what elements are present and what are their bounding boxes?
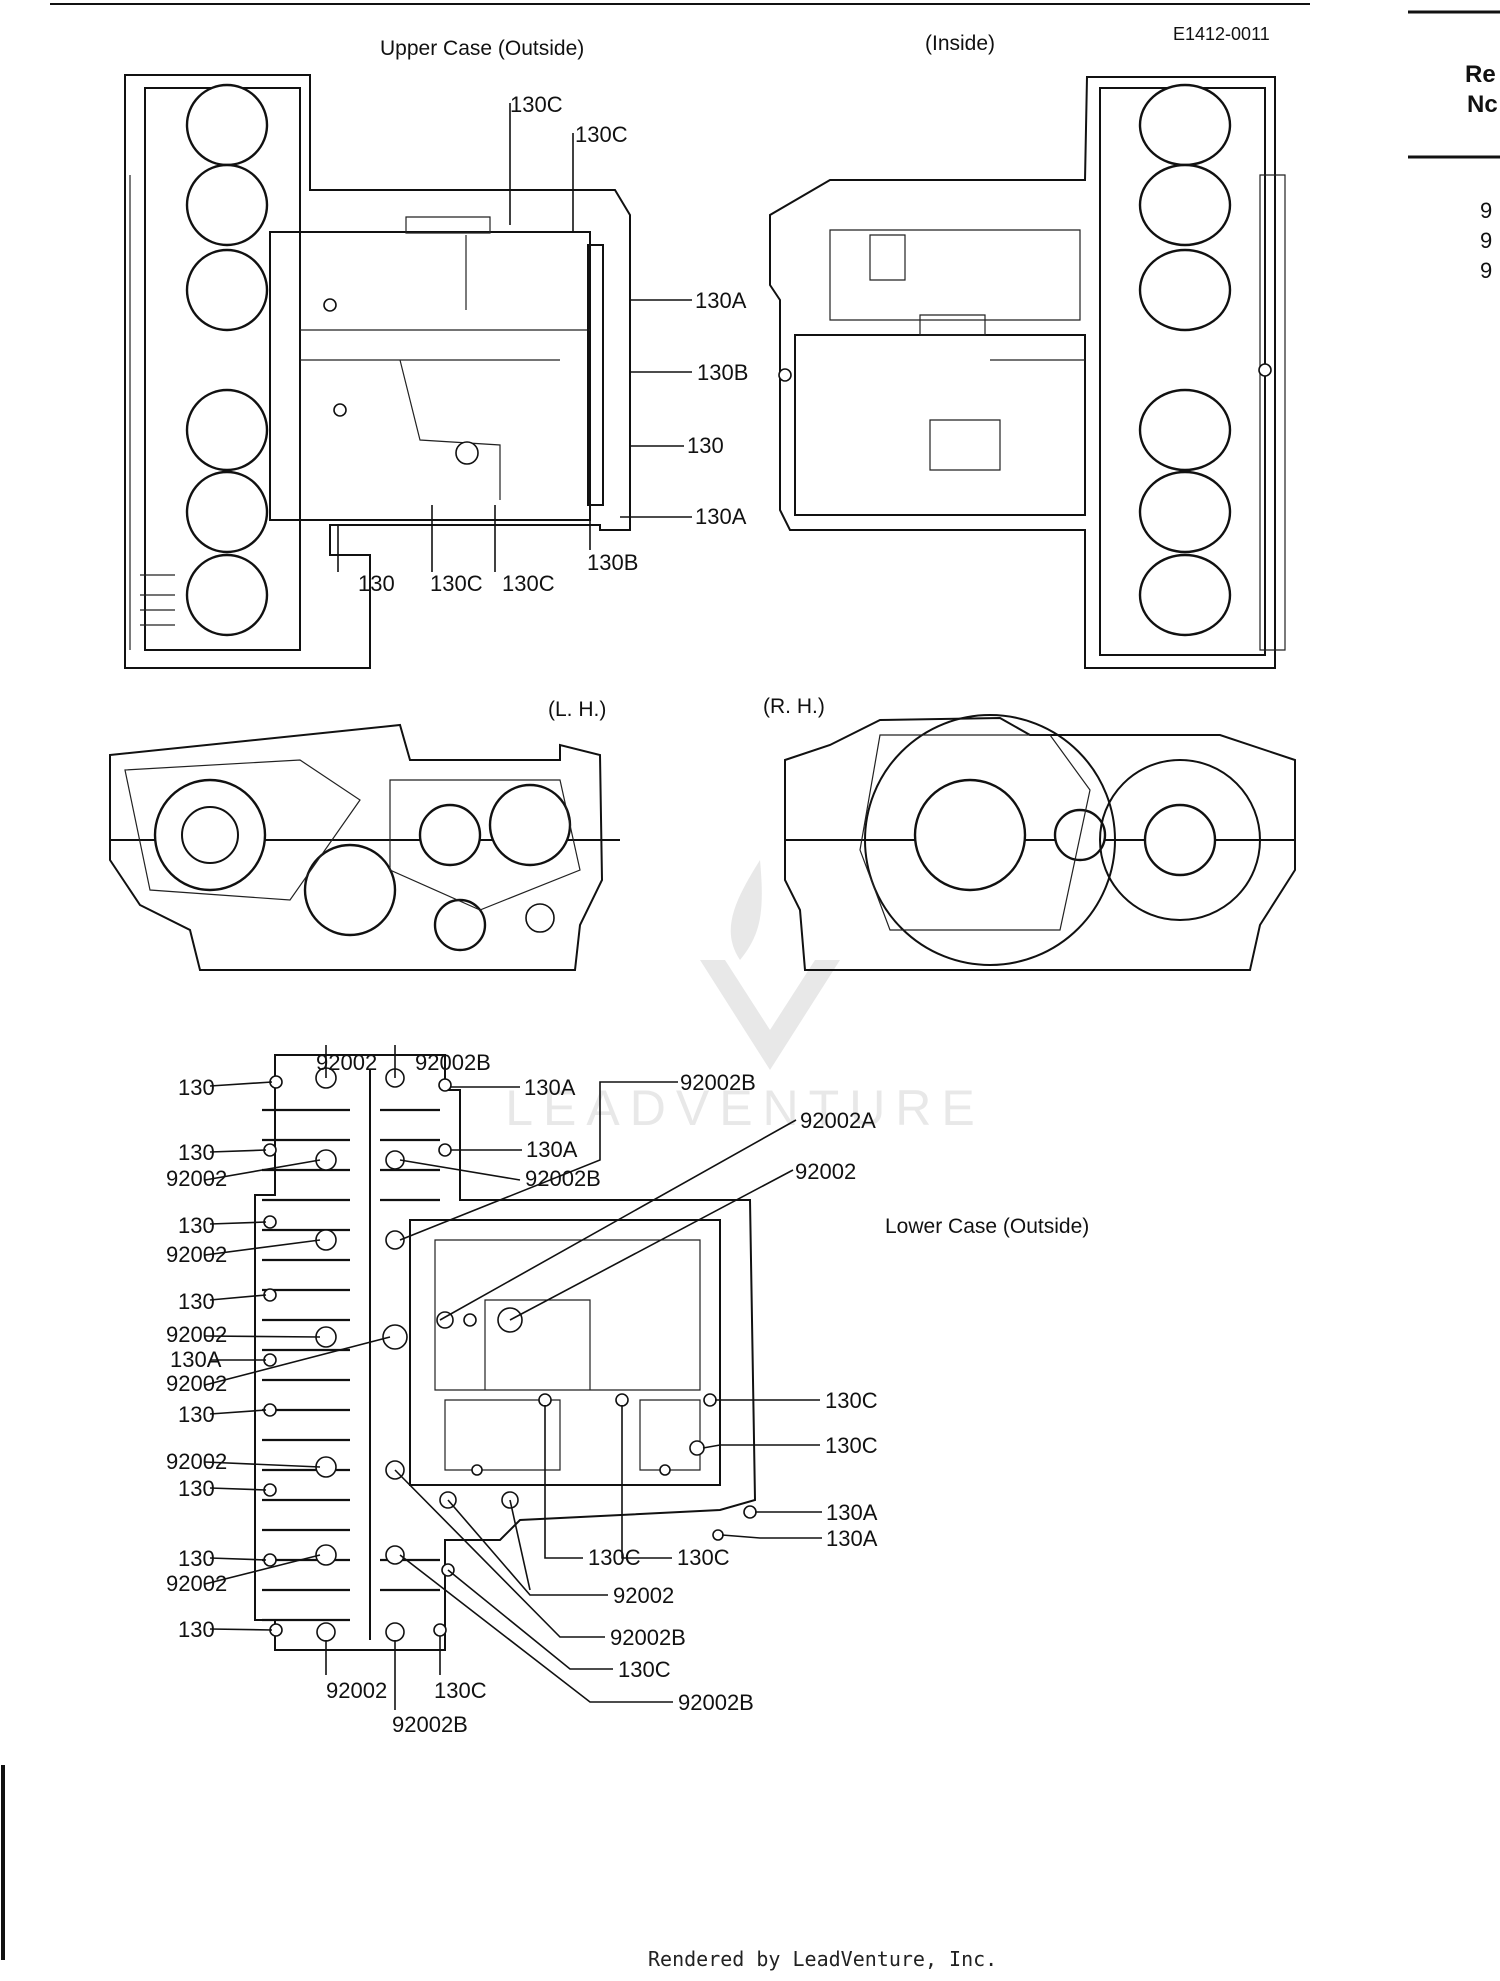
rendered-by-footer: Rendered by LeadVenture, Inc. — [648, 1947, 997, 1971]
part-number-label: 130A — [695, 504, 747, 529]
part-number-label: 130 — [178, 1289, 215, 1314]
part-number-label: 130 — [178, 1617, 215, 1642]
part-number-label: 92002B — [680, 1070, 756, 1095]
document-code: E1412-0011 — [1173, 24, 1270, 44]
v-logo — [700, 960, 840, 1070]
part-number-label: 130A — [526, 1137, 578, 1162]
part-number-label: 130 — [358, 571, 395, 596]
part-number-label: 130C — [618, 1657, 671, 1682]
part-number-label: 130 — [178, 1213, 215, 1238]
part-number-label: 130B — [587, 550, 638, 575]
part-number-label: 92002 — [166, 1571, 227, 1596]
flame-logo — [730, 860, 762, 960]
part-number-label: 130 — [178, 1546, 215, 1571]
part-number-label: 92002B — [415, 1050, 491, 1075]
part-number-label: 130A — [170, 1347, 222, 1372]
part-number-label: 92002 — [166, 1371, 227, 1396]
ref-column-row-2: 9 — [1480, 228, 1492, 253]
lower-case-outside-drawing — [254, 1054, 757, 1651]
lower-case-leader-lines — [204, 1045, 822, 1710]
part-number-label: 92002 — [326, 1678, 387, 1703]
part-number-label: 130C — [825, 1388, 878, 1413]
part-number-label: 92002B — [610, 1625, 686, 1650]
part-number-label: 92002A — [800, 1108, 876, 1133]
part-number-label: 130C — [825, 1433, 878, 1458]
part-number-label: 92002 — [613, 1583, 674, 1608]
part-number-label: 92002 — [166, 1449, 227, 1474]
upper-case-inside-drawing — [769, 76, 1286, 669]
part-number-label: 92002 — [166, 1166, 227, 1191]
part-number-label: 92002B — [392, 1712, 468, 1737]
ref-column-head-1: Re — [1465, 61, 1496, 88]
part-number-label: 92002B — [525, 1166, 601, 1191]
ref-column-head-2: Nc — [1467, 91, 1498, 118]
part-number-label: 130C — [434, 1678, 487, 1703]
ref-column-row-3: 9 — [1480, 258, 1492, 283]
part-number-label: 130 — [178, 1476, 215, 1501]
part-number-label: 130C — [502, 571, 555, 596]
upper-case-outside-drawing — [124, 74, 631, 669]
part-number-label: 92002 — [166, 1322, 227, 1347]
leadventure-watermark: LEADVENTURE — [505, 860, 985, 1136]
part-number-label: 130 — [178, 1140, 215, 1165]
upper-case-leader-lines — [337, 103, 692, 572]
heading-right-hand: (R. H.) — [763, 695, 825, 718]
part-number-label: 92002B — [678, 1690, 754, 1715]
part-number-label: 130C — [575, 122, 628, 147]
ref-column-row-1: 9 — [1480, 198, 1492, 223]
part-number-label: 92002 — [166, 1242, 227, 1267]
part-number-label: 130A — [695, 288, 747, 313]
part-number-label: 130A — [524, 1075, 576, 1100]
heading-lower-case-outside: Lower Case (Outside) — [885, 1215, 1089, 1238]
part-number-label: 130B — [697, 360, 748, 385]
left-hand-side-drawing — [109, 723, 620, 971]
heading-inside: (Inside) — [925, 32, 995, 55]
part-number-label: 130 — [178, 1075, 215, 1100]
part-number-label: 130C — [430, 571, 483, 596]
part-number-label: 130C — [677, 1545, 730, 1570]
part-number-label: 130C — [510, 92, 563, 117]
part-number-label: 92002 — [795, 1159, 856, 1184]
part-number-label: 92002 — [316, 1050, 377, 1075]
right-hand-side-drawing — [784, 714, 1296, 971]
part-number-label: 130A — [826, 1526, 878, 1551]
part-number-label: 130C — [588, 1545, 641, 1570]
part-number-label: 130 — [687, 433, 724, 458]
part-number-label: 130 — [178, 1402, 215, 1427]
heading-left-hand: (L. H.) — [548, 698, 606, 721]
part-number-label: 130A — [826, 1500, 878, 1525]
heading-upper-case-outside: Upper Case (Outside) — [380, 37, 584, 60]
watermark-text: LEADVENTURE — [505, 1080, 985, 1136]
upper-case-part-labels: 130C 130C 130A 130B 130 130A 130B 130 130C 130C — [358, 92, 748, 596]
